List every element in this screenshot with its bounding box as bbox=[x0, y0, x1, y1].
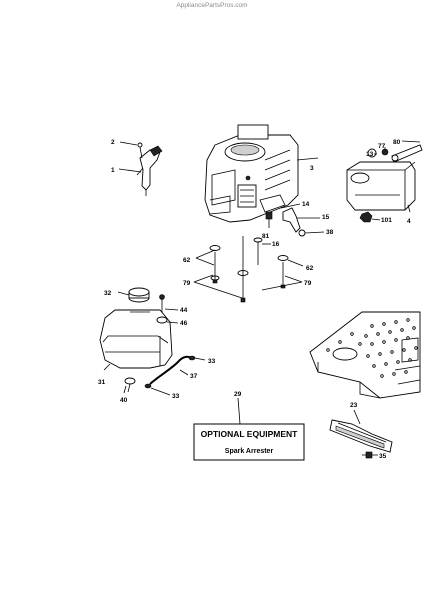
heat-shield-part[interactable] bbox=[329, 419, 393, 453]
clamp-33-part[interactable] bbox=[144, 355, 196, 389]
engine-part[interactable] bbox=[204, 124, 299, 223]
bolt-79-part[interactable] bbox=[212, 236, 286, 303]
callout-62b: 62 bbox=[306, 265, 314, 272]
callout-32: 32 bbox=[104, 290, 112, 297]
optional-equipment-box: OPTIONAL EQUIPMENT Spark Arrester bbox=[193, 423, 305, 461]
fitting-44-part[interactable] bbox=[159, 294, 165, 313]
nut-101-part[interactable] bbox=[359, 211, 373, 223]
callout-37: 37 bbox=[190, 373, 198, 380]
callout-35: 35 bbox=[379, 453, 387, 460]
washer-16-part[interactable] bbox=[253, 237, 263, 265]
muffler-part[interactable] bbox=[346, 161, 416, 211]
callout-31: 31 bbox=[98, 379, 106, 386]
callout-13: 13 bbox=[366, 151, 374, 158]
callout-14: 14 bbox=[302, 201, 310, 208]
callout-23: 23 bbox=[350, 402, 358, 409]
callout-40: 40 bbox=[120, 397, 128, 404]
callout-44: 44 bbox=[180, 307, 188, 314]
bolt-81-part[interactable] bbox=[265, 211, 273, 228]
callout-16: 16 bbox=[272, 241, 280, 248]
callout-79b: 79 bbox=[304, 280, 312, 287]
callout-38: 38 bbox=[326, 229, 334, 236]
grommet-46-part[interactable] bbox=[156, 316, 168, 324]
callout-2: 2 bbox=[111, 139, 115, 146]
muffler-bracket-part[interactable] bbox=[367, 144, 423, 163]
fitting-part[interactable] bbox=[282, 207, 306, 237]
throttle-control-part[interactable] bbox=[136, 142, 163, 196]
callout-33b: 33 bbox=[172, 393, 180, 400]
callout-62a: 62 bbox=[183, 257, 191, 264]
spark-arrester-label: Spark Arrester bbox=[225, 448, 274, 455]
callout-46: 46 bbox=[180, 320, 188, 327]
fuel-tank-part[interactable] bbox=[99, 309, 173, 369]
watermark: AppliancePartsPros.com bbox=[176, 2, 248, 9]
callout-101: 101 bbox=[381, 217, 392, 224]
callout-29: 29 bbox=[234, 391, 242, 398]
callout-77: 77 bbox=[378, 143, 386, 150]
fuel-line-part[interactable] bbox=[149, 355, 192, 385]
callout-1: 1 bbox=[111, 167, 115, 174]
chassis-plate-part[interactable] bbox=[309, 311, 421, 399]
callout-80: 80 bbox=[393, 139, 401, 146]
callout-15: 15 bbox=[322, 214, 330, 221]
optional-equipment-title: OPTIONAL EQUIPMENT bbox=[201, 429, 298, 439]
callout-79a: 79 bbox=[183, 280, 191, 287]
filter-40-part[interactable] bbox=[124, 377, 136, 393]
washer-62-part[interactable] bbox=[209, 245, 289, 281]
fuel-cap-part[interactable] bbox=[128, 287, 150, 303]
callout-81: 81 bbox=[262, 233, 270, 240]
screw-35-part[interactable] bbox=[362, 451, 373, 459]
callout-3: 3 bbox=[310, 165, 314, 172]
callout-33a: 33 bbox=[208, 358, 216, 365]
callout-4: 4 bbox=[407, 218, 411, 225]
